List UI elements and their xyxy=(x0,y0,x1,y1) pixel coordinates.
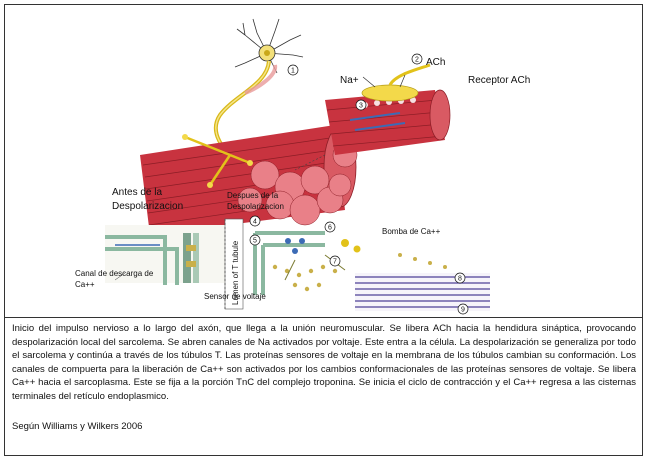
step-7: 7 xyxy=(333,259,337,266)
step-2: 2 xyxy=(415,57,419,64)
caption-text: Inicio del impulso nervioso a lo largo d… xyxy=(12,323,636,402)
zoomed-fiber xyxy=(294,63,451,171)
sensor-label: Sensor de voltaje xyxy=(204,292,266,301)
canal-label-2: Ca++ xyxy=(75,280,95,289)
step-9: 9 xyxy=(461,307,465,314)
step-5: 5 xyxy=(253,238,257,245)
step-1: 1 xyxy=(291,68,295,75)
step-markers: 1 2 3 4 5 6 7 8 9 xyxy=(249,53,469,315)
neuromuscular-diagram: 1 2 3 4 5 6 7 8 9 Lumen of T tubule xyxy=(105,18,490,315)
neuron xyxy=(213,18,304,157)
receptor-ach-label: Receptor ACh xyxy=(468,75,531,86)
muscle-fiber-bundle xyxy=(140,125,358,235)
step-4: 4 xyxy=(253,219,257,226)
source-citation: Según Williams y Wilkers 2006 xyxy=(12,421,143,432)
before-label-2: Despolarizacion xyxy=(112,201,184,212)
sarcomere-filaments xyxy=(355,253,490,311)
canal-label-1: Canal de descarga de xyxy=(75,269,154,278)
before-depolarization-panel xyxy=(105,225,225,285)
na-label: Na+ xyxy=(340,75,359,86)
before-label-1: Antes de la xyxy=(112,187,163,198)
after-label-1: Despues de la xyxy=(227,191,279,200)
step-6: 6 xyxy=(328,225,332,232)
step-8: 8 xyxy=(458,276,462,283)
ach-label: ACh xyxy=(426,57,446,68)
bomba-label: Bomba de Ca++ xyxy=(382,227,441,236)
figure-frame xyxy=(4,4,643,456)
step-3: 3 xyxy=(359,103,363,110)
lumen-label: Lumen of T tubule xyxy=(231,240,240,305)
caption-divider xyxy=(4,317,643,318)
t-tubule-panel xyxy=(224,218,361,310)
after-label-2: Despolarizacion xyxy=(227,202,284,211)
